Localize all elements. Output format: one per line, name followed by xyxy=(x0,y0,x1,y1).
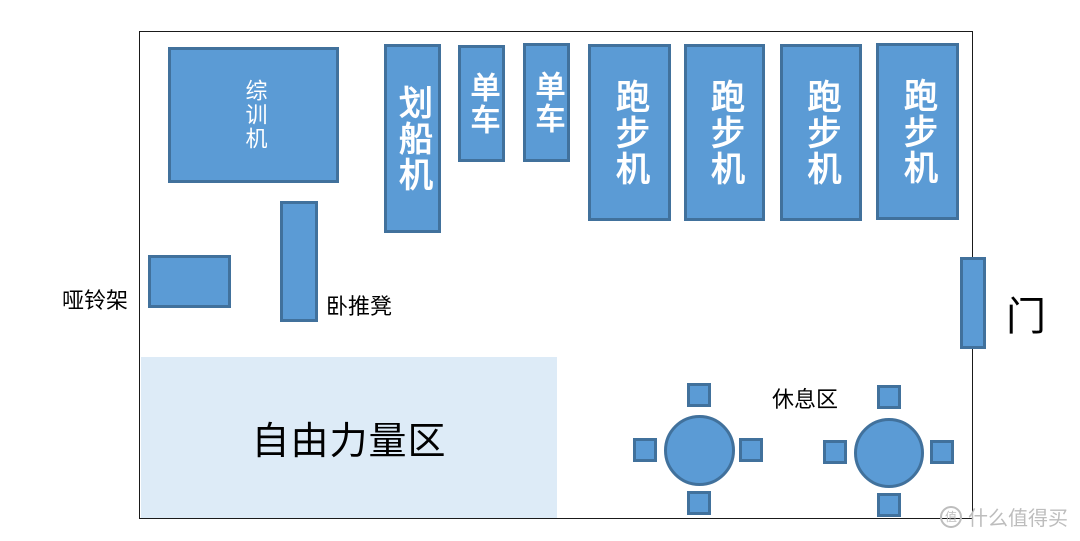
combo-trainer: 综训机 xyxy=(168,47,339,183)
rest-chair-1-top xyxy=(687,383,711,407)
free-weight-zone: 自由力量区 xyxy=(141,357,557,518)
rest-chair-2-right xyxy=(930,440,954,464)
rest-table-1 xyxy=(664,415,735,486)
watermark-text: 什么值得买 xyxy=(968,506,1068,530)
dumbbell-rack-label: 哑铃架 xyxy=(62,289,129,314)
treadmill-3-label: 跑步机 xyxy=(801,78,841,187)
door-label: 门 xyxy=(1006,294,1046,340)
rest-table-2 xyxy=(854,418,924,488)
rest-chair-1-bottom xyxy=(687,491,711,515)
bench-press xyxy=(280,201,318,322)
watermark: 值 什么值得买 xyxy=(940,502,1068,531)
bike-2-label: 单车 xyxy=(529,70,565,135)
bike-1: 单车 xyxy=(458,45,505,162)
treadmill-2: 跑步机 xyxy=(684,44,765,221)
treadmill-4-label: 跑步机 xyxy=(897,77,938,186)
rowing-machine-label: 划船机 xyxy=(392,84,433,193)
treadmill-3: 跑步机 xyxy=(780,44,862,221)
dumbbell-rack xyxy=(148,255,231,308)
treadmill-2-label: 跑步机 xyxy=(704,78,745,187)
rest-area-label: 休息区 xyxy=(772,388,839,413)
watermark-icon: 值 xyxy=(940,505,962,528)
treadmill-4: 跑步机 xyxy=(876,43,959,220)
treadmill-1: 跑步机 xyxy=(588,44,671,221)
combo-trainer-label: 综训机 xyxy=(241,79,267,151)
bike-1-label: 单车 xyxy=(464,71,500,136)
bike-2: 单车 xyxy=(523,43,570,162)
door xyxy=(960,257,986,349)
free-weight-zone-label: 自由力量区 xyxy=(251,419,447,463)
rest-chair-1-left xyxy=(633,438,657,462)
rowing-machine: 划船机 xyxy=(384,44,441,233)
rest-chair-2-top xyxy=(877,385,901,409)
bench-press-label: 卧推凳 xyxy=(326,295,393,320)
treadmill-1-label: 跑步机 xyxy=(609,78,650,187)
rest-chair-1-right xyxy=(739,438,763,462)
rest-chair-2-bottom xyxy=(877,493,901,517)
rest-chair-2-left xyxy=(823,440,847,464)
